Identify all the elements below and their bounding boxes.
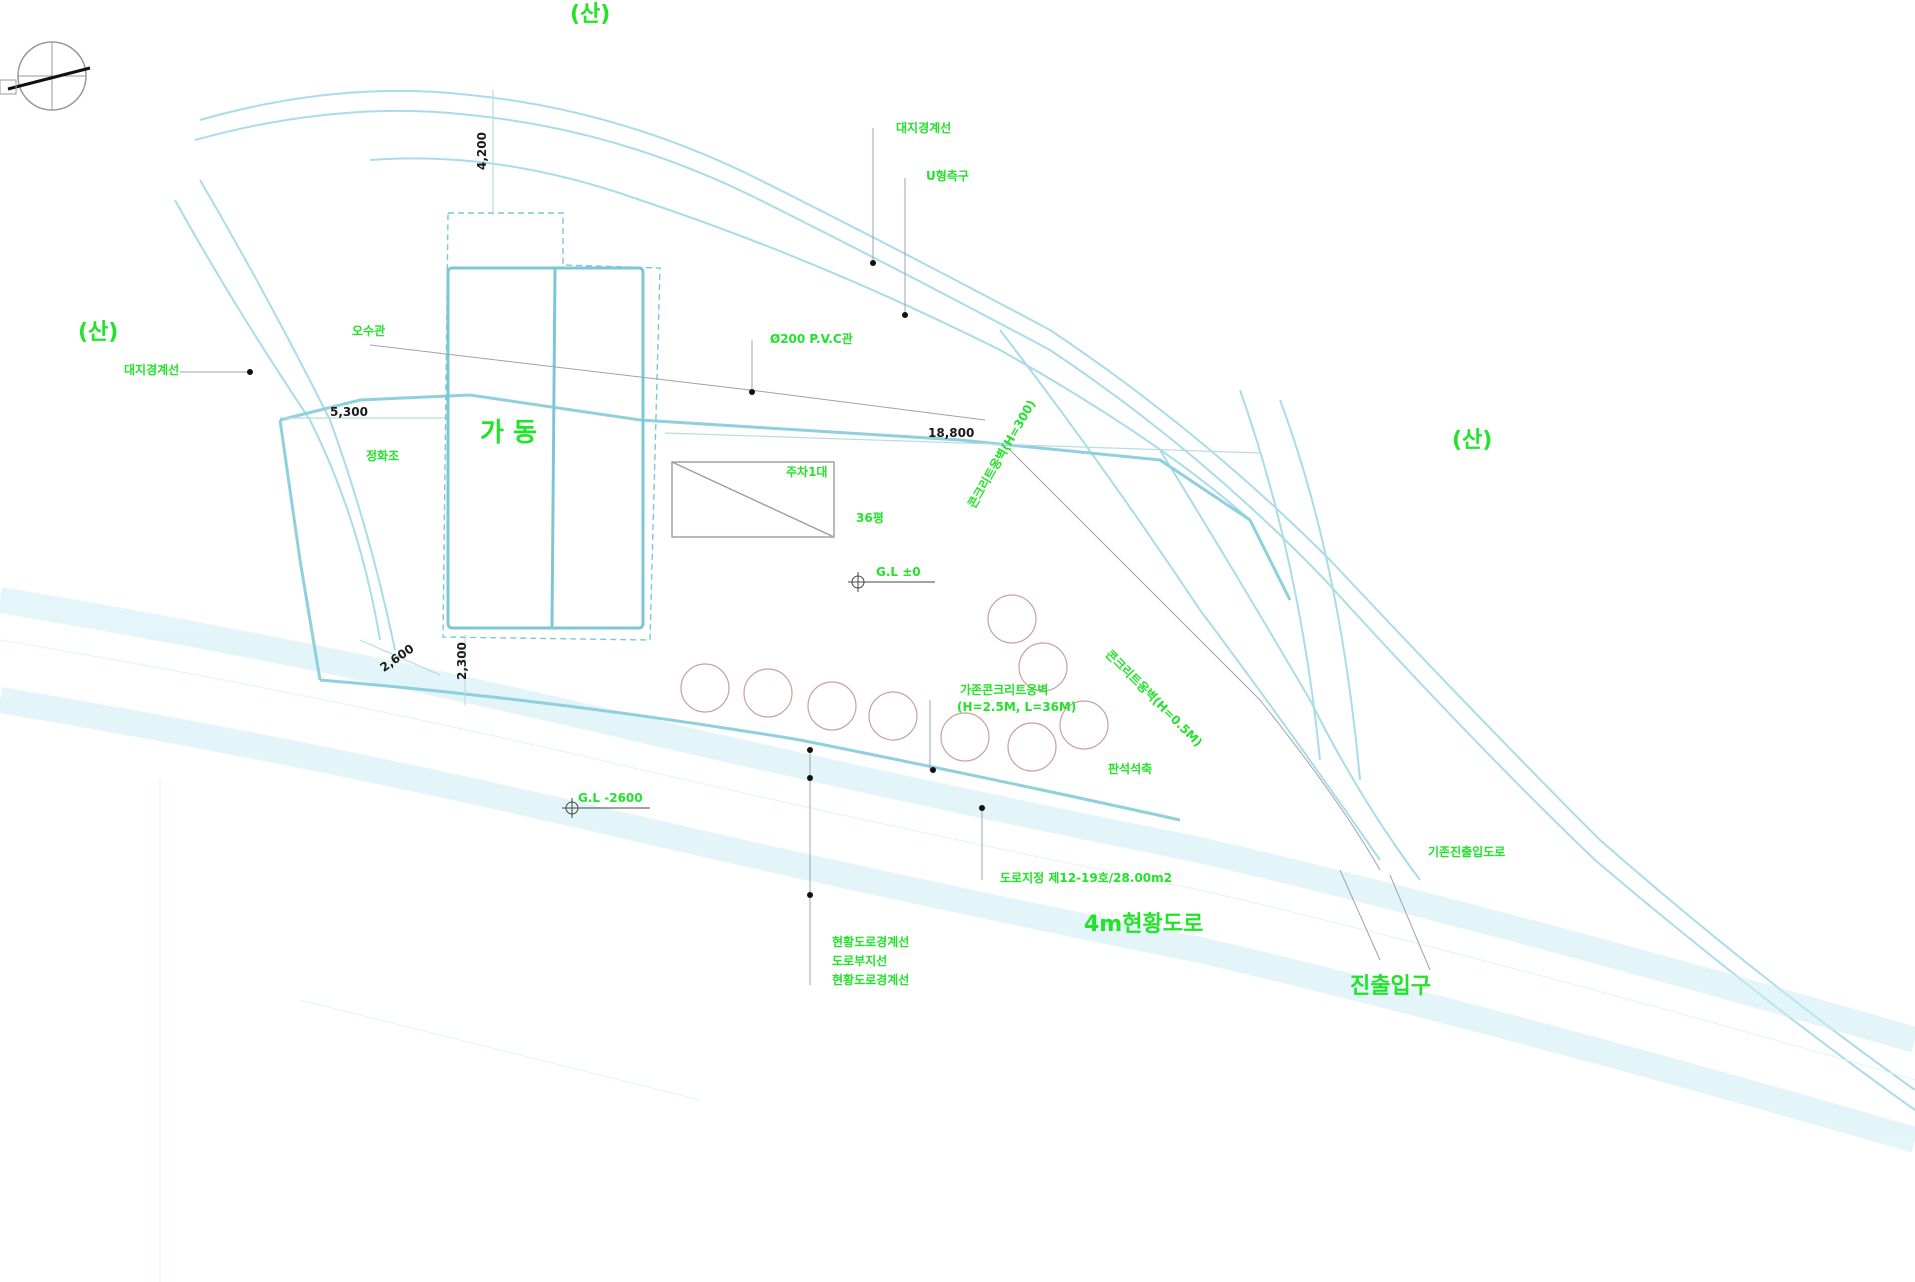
- building-outline: [446, 266, 645, 630]
- gl-minus-label: G.L -2600: [578, 791, 643, 805]
- building-label: 가 동: [480, 418, 537, 448]
- parking-stall: [671, 461, 835, 538]
- mountain-label-top: (산): [570, 2, 611, 27]
- mountain-label-right: (산): [1452, 428, 1493, 453]
- road-area-label: 도로지정 제12-19호/28.00m2: [1000, 871, 1172, 885]
- parking-label: 주차1대: [786, 465, 828, 479]
- boundary-label-left: 대지경계선: [124, 363, 180, 377]
- dimension-5300: 5,300: [330, 405, 368, 419]
- road-band: [0, 587, 1915, 1153]
- road-boundary-label-1: 현황도로경계선: [832, 935, 910, 949]
- north-arrow-icon: [0, 41, 91, 111]
- dimension-2300: 2,300: [455, 642, 469, 680]
- road-4m-label: 4m현황도로: [1084, 912, 1204, 937]
- road-site-label: 도로부지선: [832, 954, 888, 968]
- water-pipe-label: 오수관: [352, 324, 386, 338]
- gl-zero-label: G.L ±0: [876, 565, 921, 579]
- level-marker-icon: [562, 572, 935, 818]
- parking-size-label: 36평: [856, 511, 884, 525]
- existing-gate-label: 기존진출입도로: [1428, 845, 1506, 859]
- retaining-wall-label: 가존콘크리트옹벽: [960, 683, 1049, 697]
- drain-label: U형측구: [926, 169, 969, 183]
- pvc-pipe-label: Ø200 P.V.C관: [770, 332, 853, 346]
- tree-icon: [680, 594, 1109, 772]
- road-boundary-label-2: 현황도로경계선: [832, 973, 910, 987]
- retaining-wall-spec: (H=2.5M, L=36M): [957, 700, 1077, 714]
- dimension-4200: 4,200: [475, 132, 489, 170]
- mountain-label-left: (산): [78, 320, 119, 345]
- entrance-label: 진출입구: [1350, 974, 1431, 999]
- stone-wall-label: 판석석축: [1108, 762, 1153, 776]
- terrain-contours: [174, 89, 1915, 1111]
- septic-label: 정화조: [366, 449, 400, 463]
- site-boundary: [278, 393, 1292, 822]
- boundary-label-top: 대지경계선: [896, 121, 952, 135]
- dimension-18800: 18,800: [928, 426, 975, 440]
